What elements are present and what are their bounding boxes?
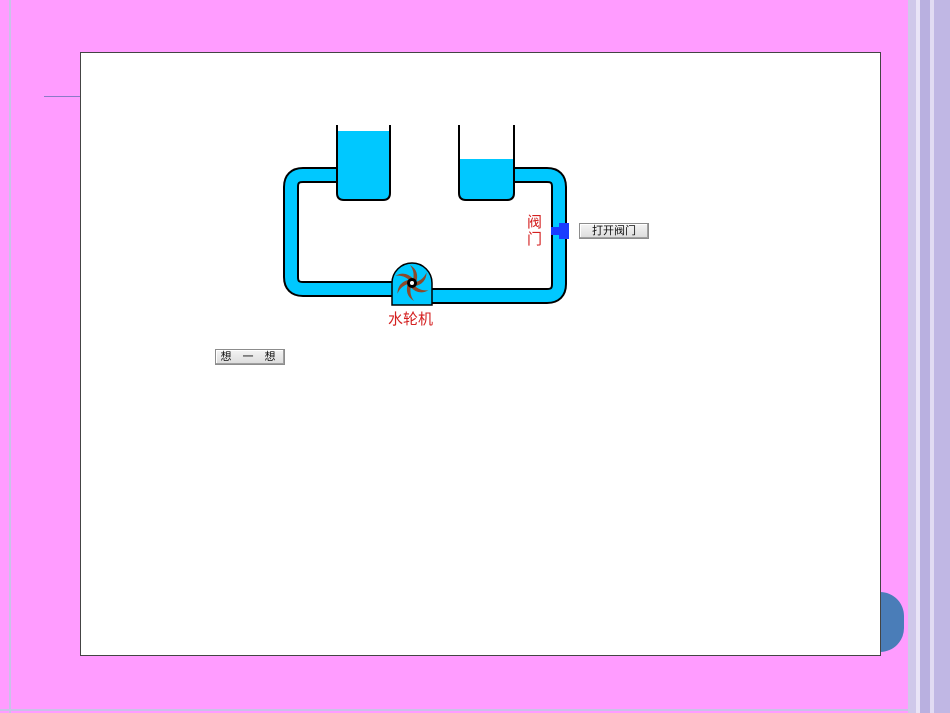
- valve-label: 阀门: [527, 213, 543, 248]
- animation-canvas: 阀门 水轮机 打开阀门 想 一 想: [80, 52, 881, 656]
- title-rule: [44, 96, 84, 97]
- turbine-label: 水轮机: [388, 310, 434, 328]
- left-water-tank: [336, 125, 391, 201]
- valve-icon[interactable]: [551, 223, 569, 239]
- left-border-line: [9, 0, 11, 713]
- think-button[interactable]: 想 一 想: [215, 349, 285, 365]
- bottom-border-line: [0, 709, 950, 711]
- right-water-tank: [458, 125, 515, 201]
- water-circuit-diagram: [283, 125, 569, 306]
- right-decoration-stripes: [908, 0, 950, 713]
- open-valve-button[interactable]: 打开阀门: [579, 223, 649, 239]
- turbine-icon: [391, 262, 433, 306]
